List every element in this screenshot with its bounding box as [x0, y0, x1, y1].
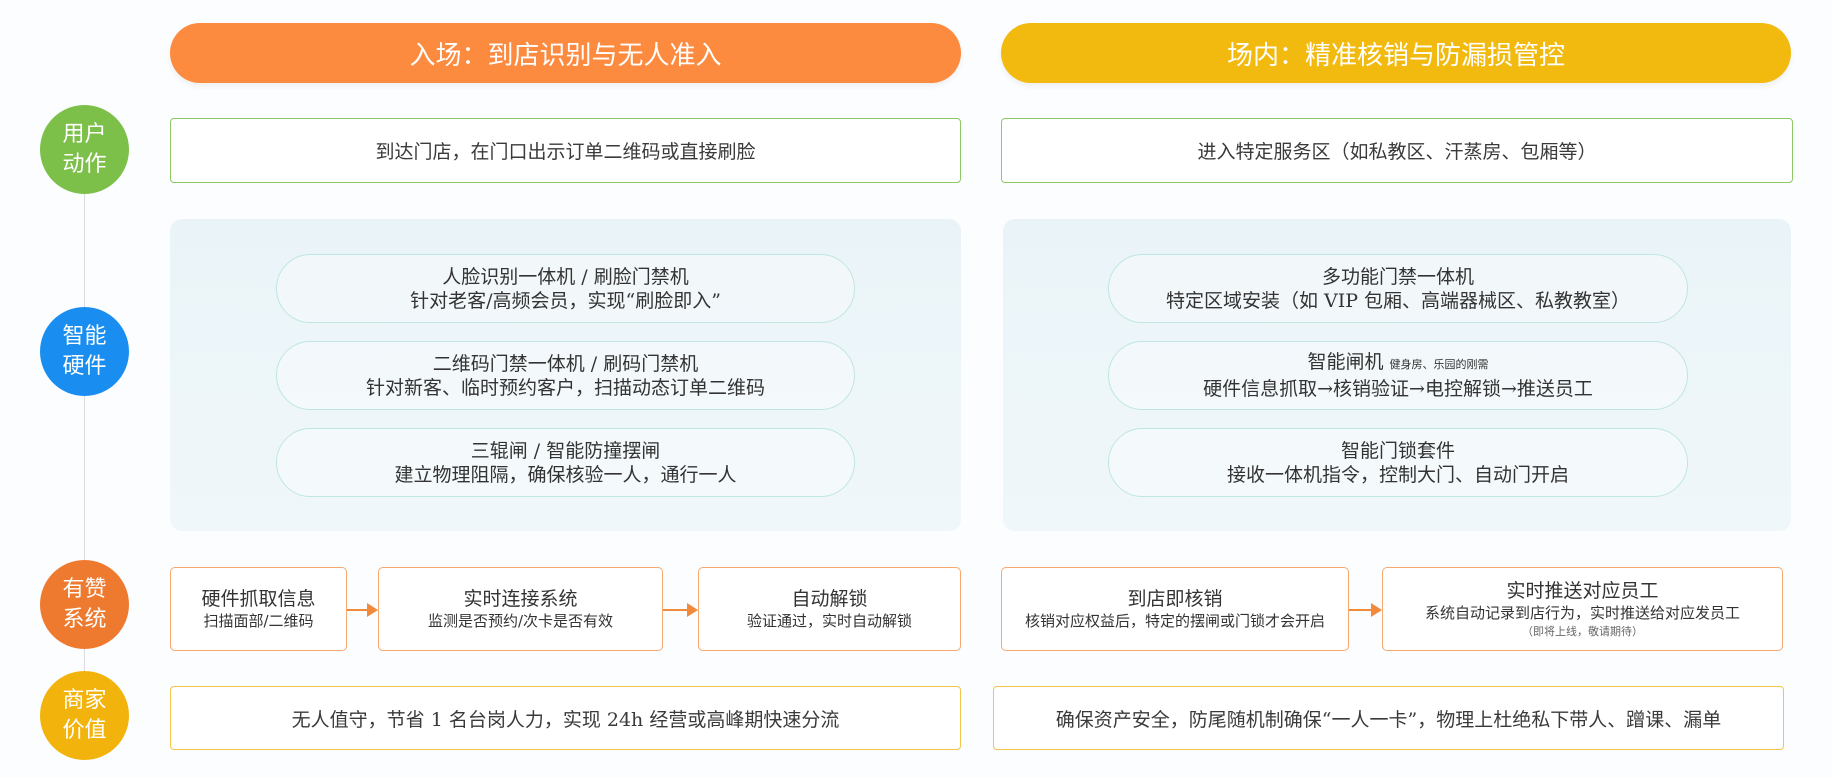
system-step-title: 硬件抓取信息	[201, 587, 316, 610]
system-step: 实时连接系统 监测是否预约/次卡是否有效	[378, 567, 663, 651]
hardware-item: 人脸识别一体机 / 刷脸门禁机 针对老客/高频会员，实现“刷脸即入”	[276, 254, 855, 323]
row-label-user-action-text: 用户动作	[62, 121, 107, 177]
user-action-entry-box: 到达门店，在门口出示订单二维码或直接刷脸	[170, 118, 961, 183]
hardware-item: 智能门锁套件 接收一体机指令，控制大门、自动门开启	[1108, 428, 1688, 497]
user-action-in-store-box: 进入特定服务区（如私教区、汗蒸房、包厢等）	[1001, 118, 1793, 183]
user-action-in-store-text: 进入特定服务区（如私教区、汗蒸房、包厢等）	[1197, 141, 1597, 163]
hardware-item-desc: 硬件信息抓取→核销验证→电控解锁→推送员工	[1203, 378, 1593, 400]
header-in-store: 场内：精准核销与防漏损管控	[1001, 23, 1791, 83]
hardware-item-title: 三辊闸 / 智能防撞摆闸	[470, 439, 661, 462]
hardware-in-store-panel: 多功能门禁一体机 特定区域安装（如 VIP 包厢、高端器械区、私教教室） 智能闸…	[1003, 219, 1791, 531]
hardware-item-title: 智能闸机	[1307, 351, 1384, 373]
hardware-item-title: 智能门锁套件	[1340, 439, 1455, 462]
row-label-system: 有赞系统	[40, 560, 129, 649]
row-label-hardware: 智能硬件	[40, 307, 129, 396]
system-step-title: 实时推送对应员工	[1506, 579, 1659, 602]
hardware-item-title: 二维码门禁一体机 / 刷码门禁机	[432, 352, 699, 375]
system-step-desc: 扫描面部/二维码	[203, 611, 314, 630]
system-step: 实时推送对应员工 系统自动记录到店行为，实时推送给对应发员工 （即将上线，敬请期…	[1382, 567, 1783, 651]
user-action-entry-text: 到达门店，在门口出示订单二维码或直接刷脸	[375, 141, 756, 163]
hardware-entry-panel: 人脸识别一体机 / 刷脸门禁机 针对老客/高频会员，实现“刷脸即入” 二维码门禁…	[170, 219, 961, 531]
merchant-value-entry-box: 无人值守，节省 1 名台岗人力，实现 24h 经营或高峰期快速分流	[170, 686, 961, 750]
hardware-item: 二维码门禁一体机 / 刷码门禁机 针对新客、临时预约客户，扫描动态订单二维码	[276, 341, 855, 410]
merchant-value-entry-text: 无人值守，节省 1 名台岗人力，实现 24h 经营或高峰期快速分流	[291, 708, 840, 731]
system-step-note: （即将上线，敬请期待）	[1522, 624, 1643, 638]
hardware-item-title: 多功能门禁一体机	[1321, 265, 1474, 288]
row-label-system-text: 有赞系统	[62, 576, 107, 632]
system-step-title: 实时连接系统	[463, 587, 578, 610]
hardware-item-desc: 针对老客/高频会员，实现“刷脸即入”	[410, 289, 721, 312]
hardware-item-note: 健身房、乐园的刚需	[1389, 358, 1489, 371]
merchant-value-in-store-text: 确保资产安全，防尾随机制确保“一人一卡”，物理上杜绝私下带人、蹭课、漏单	[1055, 708, 1722, 731]
system-step-desc: 系统自动记录到店行为，实时推送给对应发员工	[1424, 603, 1740, 622]
system-step: 自动解锁 验证通过，实时自动解锁	[698, 567, 961, 651]
hardware-item-desc: 特定区域安装（如 VIP 包厢、高端器械区、私教教室）	[1165, 289, 1631, 312]
flow-arrow	[663, 603, 698, 617]
header-entry: 入场：到店识别与无人准入	[170, 23, 961, 83]
hardware-item-title: 人脸识别一体机 / 刷脸门禁机	[442, 265, 689, 288]
hardware-item: 多功能门禁一体机 特定区域安装（如 VIP 包厢、高端器械区、私教教室）	[1108, 254, 1688, 323]
system-step-desc: 核销对应权益后，特定的摆闸或门锁才会开启	[1024, 611, 1325, 630]
system-step: 到店即核销 核销对应权益后，特定的摆闸或门锁才会开启	[1001, 567, 1349, 651]
flow-arrow	[347, 603, 378, 617]
row-label-hardware-text: 智能硬件	[62, 323, 107, 379]
merchant-value-in-store-box: 确保资产安全，防尾随机制确保“一人一卡”，物理上杜绝私下带人、蹭课、漏单	[993, 686, 1784, 750]
flow-arrow	[1349, 603, 1382, 617]
hardware-item-desc: 针对新客、临时预约客户，扫描动态订单二维码	[365, 376, 765, 399]
row-label-merchant-value: 商家价值	[40, 671, 129, 760]
system-step-title: 到店即核销	[1127, 587, 1223, 610]
system-step-desc: 验证通过，实时自动解锁	[746, 611, 912, 630]
system-step-desc: 监测是否预约/次卡是否有效	[427, 611, 614, 630]
hardware-item: 三辊闸 / 智能防撞摆闸 建立物理阻隔，确保核验一人，通行一人	[276, 428, 855, 497]
hardware-item-desc: 接收一体机指令，控制大门、自动门开启	[1226, 463, 1569, 486]
row-label-user-action: 用户动作	[40, 105, 129, 194]
system-step-title: 自动解锁	[791, 587, 868, 610]
hardware-item-title-line: 智能闸机 健身房、乐园的刚需	[1307, 350, 1488, 377]
system-step: 硬件抓取信息 扫描面部/二维码	[170, 567, 347, 651]
hardware-item-desc: 建立物理阻隔，确保核验一人，通行一人	[394, 463, 737, 486]
row-guide-line	[84, 150, 85, 720]
hardware-item: 智能闸机 健身房、乐园的刚需 硬件信息抓取→核销验证→电控解锁→推送员工	[1108, 341, 1688, 410]
row-label-merchant-value-text: 商家价值	[62, 687, 107, 743]
